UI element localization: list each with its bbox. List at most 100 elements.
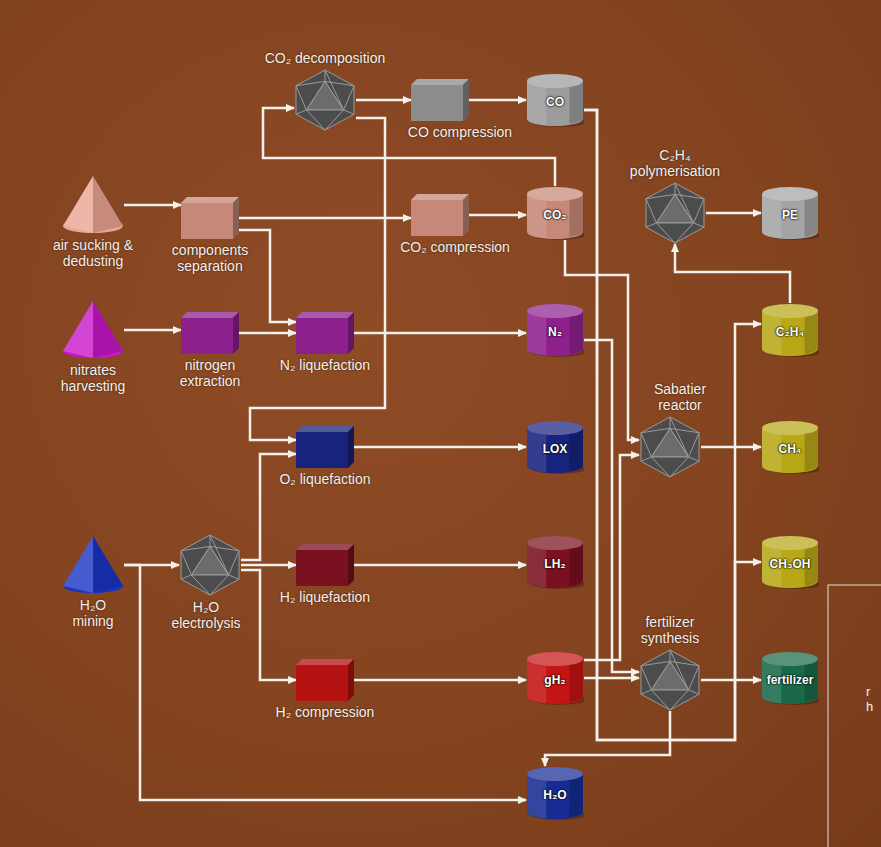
- process-label: components separation: [160, 242, 260, 274]
- cut-label: r: [866, 684, 870, 699]
- flow-arrow: [124, 565, 526, 800]
- process-label: CO₂ compression: [395, 239, 515, 255]
- flow-arrow: [241, 454, 296, 560]
- flow-arrow: [675, 244, 790, 303]
- product-cylinder: CO₂: [526, 186, 584, 240]
- product-label: fertilizer: [767, 673, 814, 687]
- product-cylinder: CO: [526, 73, 584, 127]
- reactor-icosahedron: H₂O electrolysis: [179, 534, 241, 596]
- process-label: nitrates harvesting: [48, 362, 138, 394]
- flow-arrow: [701, 679, 761, 682]
- process-box: H₂ liquefaction: [296, 544, 354, 586]
- process-box: H₂ compression: [296, 659, 354, 701]
- source-cone: nitrates harvesting: [62, 301, 124, 359]
- process-box: N₂ liquefaction: [296, 312, 354, 354]
- box-shape: [296, 426, 354, 468]
- flow-arrow: [706, 212, 761, 215]
- process-label: CO₂ decomposition: [250, 50, 400, 66]
- product-label: C₂H₄: [776, 325, 804, 339]
- product-cylinder: fertilizer: [761, 651, 819, 705]
- process-label: H₂ liquefaction: [270, 589, 380, 605]
- flow-arrow: [250, 118, 385, 440]
- flow-arrow: [354, 564, 526, 567]
- cone-shape: [62, 301, 124, 359]
- side-panel-outline: [828, 585, 881, 847]
- product-cylinder: C₂H₄: [761, 303, 819, 357]
- ico-shape: [639, 649, 701, 711]
- reactor-icosahedron: C₂H₄ polymerisation: [644, 182, 706, 244]
- flow-arrow: [584, 110, 761, 740]
- process-label: air sucking & dedusting: [45, 237, 141, 269]
- product-label: CH₃OH: [770, 557, 811, 571]
- flow-arrow: [545, 711, 670, 766]
- flow-arrow: [469, 99, 526, 102]
- product-cylinder: PE: [761, 186, 819, 240]
- process-box: components separation: [181, 197, 239, 239]
- reactor-icosahedron: CO₂ decomposition: [294, 69, 356, 131]
- flow-arrow: [239, 332, 296, 335]
- process-box: CO compression: [411, 79, 469, 121]
- flow-arrow: [469, 214, 526, 217]
- product-label: PE: [782, 208, 798, 222]
- product-label: CO₂: [543, 208, 566, 222]
- process-label: CO compression: [400, 124, 520, 140]
- product-label: CH₄: [778, 442, 801, 456]
- cone-shape: [62, 536, 124, 594]
- cone-shape: [62, 176, 124, 234]
- flow-arrow: [356, 99, 411, 102]
- product-label: gH₂: [544, 673, 565, 687]
- ico-shape: [294, 69, 356, 131]
- process-label: O₂ liquefaction: [270, 471, 380, 487]
- flow-arrow: [354, 332, 526, 335]
- product-cylinder: CH₄: [761, 420, 819, 474]
- box-shape: [411, 79, 469, 121]
- box-shape: [296, 312, 354, 354]
- box-shape: [296, 659, 354, 701]
- process-label: H₂O mining: [58, 597, 128, 629]
- reactor-icosahedron: fertilizer synthesis: [639, 649, 701, 711]
- product-cylinder: gH₂: [526, 651, 584, 705]
- box-shape: [181, 312, 239, 354]
- source-cone: air sucking & dedusting: [62, 176, 124, 234]
- box-shape: [181, 197, 239, 239]
- flow-arrow: [124, 329, 181, 332]
- product-cylinder: N₂: [526, 303, 584, 357]
- process-label: fertilizer synthesis: [630, 614, 710, 646]
- product-label: H₂O: [543, 788, 566, 802]
- product-label: LH₂: [544, 557, 565, 571]
- process-box: O₂ liquefaction: [296, 426, 354, 468]
- flow-arrow: [584, 677, 639, 680]
- ico-shape: [179, 534, 241, 596]
- flow-arrow: [701, 446, 761, 449]
- flow-arrow: [241, 564, 296, 567]
- process-box: CO₂ compression: [411, 194, 469, 236]
- ico-shape: [639, 416, 701, 478]
- flow-arrow: [124, 204, 181, 207]
- product-cylinder: CH₃OH: [761, 535, 819, 589]
- process-label: C₂H₄ polymerisation: [625, 147, 725, 179]
- process-label: H₂ compression: [270, 704, 380, 720]
- product-label: N₂: [548, 325, 562, 339]
- flow-arrow: [241, 570, 296, 680]
- product-cylinder: H₂O: [526, 766, 584, 820]
- flow-arrow: [584, 340, 639, 672]
- process-label: nitrogen extraction: [170, 357, 250, 389]
- flow-arrow: [584, 110, 761, 740]
- product-label: LOX: [543, 442, 568, 456]
- process-label: N₂ liquefaction: [270, 357, 380, 373]
- product-label: CO: [546, 95, 564, 109]
- process-box: nitrogen extraction: [181, 312, 239, 354]
- ico-shape: [644, 182, 706, 244]
- process-label: Sabatier reactor: [643, 381, 717, 413]
- product-cylinder: LOX: [526, 420, 584, 474]
- cut-label: h: [866, 699, 873, 714]
- flow-arrow: [354, 446, 526, 449]
- box-shape: [296, 544, 354, 586]
- flow-arrow: [354, 679, 526, 682]
- product-cylinder: LH₂: [526, 535, 584, 589]
- box-shape: [411, 194, 469, 236]
- reactor-icosahedron: Sabatier reactor: [639, 416, 701, 478]
- process-label: H₂O electrolysis: [168, 599, 244, 631]
- source-cone: H₂O mining: [62, 536, 124, 594]
